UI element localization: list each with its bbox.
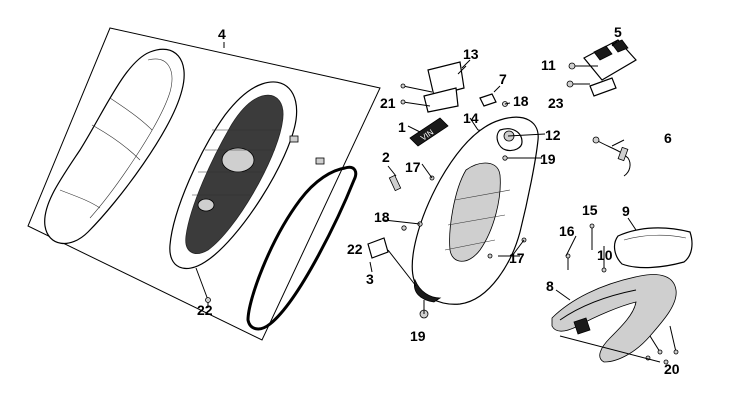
callout-22a: 22 <box>197 302 213 318</box>
callout-17b: 17 <box>509 250 525 266</box>
seat-cushion <box>44 48 185 245</box>
callout-5: 5 <box>614 24 622 40</box>
clip-part <box>479 93 497 107</box>
inner-cover-body <box>411 116 539 305</box>
callout-7: 7 <box>499 71 507 87</box>
callout-23: 23 <box>548 95 564 111</box>
seat-group-frame <box>27 27 381 341</box>
callout-3: 3 <box>366 271 374 287</box>
callout-18a: 18 <box>513 93 529 109</box>
callout-17a: 17 <box>405 159 421 175</box>
callout-18b: 18 <box>374 209 390 225</box>
callout-10: 10 <box>597 247 613 263</box>
callout-16: 16 <box>559 223 575 239</box>
rear-carrier <box>551 274 677 363</box>
callout-8: 8 <box>546 278 554 294</box>
seat-base-frame <box>169 81 325 270</box>
callout-20: 20 <box>664 361 680 377</box>
callout-6: 6 <box>664 130 672 146</box>
seat-seal-ring <box>246 165 358 331</box>
callout-19a: 19 <box>540 151 556 167</box>
callout-22b: 22 <box>347 241 363 257</box>
callout-21: 21 <box>380 95 396 111</box>
vin-plate-cover <box>400 61 467 113</box>
carrier-pad <box>613 227 693 269</box>
pin-part <box>388 174 402 192</box>
callout-9: 9 <box>622 203 630 219</box>
callout-19b: 19 <box>410 328 426 344</box>
seat-latch <box>367 237 417 287</box>
callout-4: 4 <box>218 26 226 42</box>
hinge-bracket <box>566 39 637 97</box>
callout-14: 14 <box>463 110 479 126</box>
callout-12: 12 <box>545 127 561 143</box>
callout-1: 1 <box>398 119 406 135</box>
callout-2: 2 <box>382 149 390 165</box>
seat-cable <box>595 139 631 177</box>
callout-11: 11 <box>541 57 556 73</box>
vin-label: VIN <box>409 117 449 147</box>
callout-13: 13 <box>463 46 479 62</box>
callout-15: 15 <box>582 202 598 218</box>
